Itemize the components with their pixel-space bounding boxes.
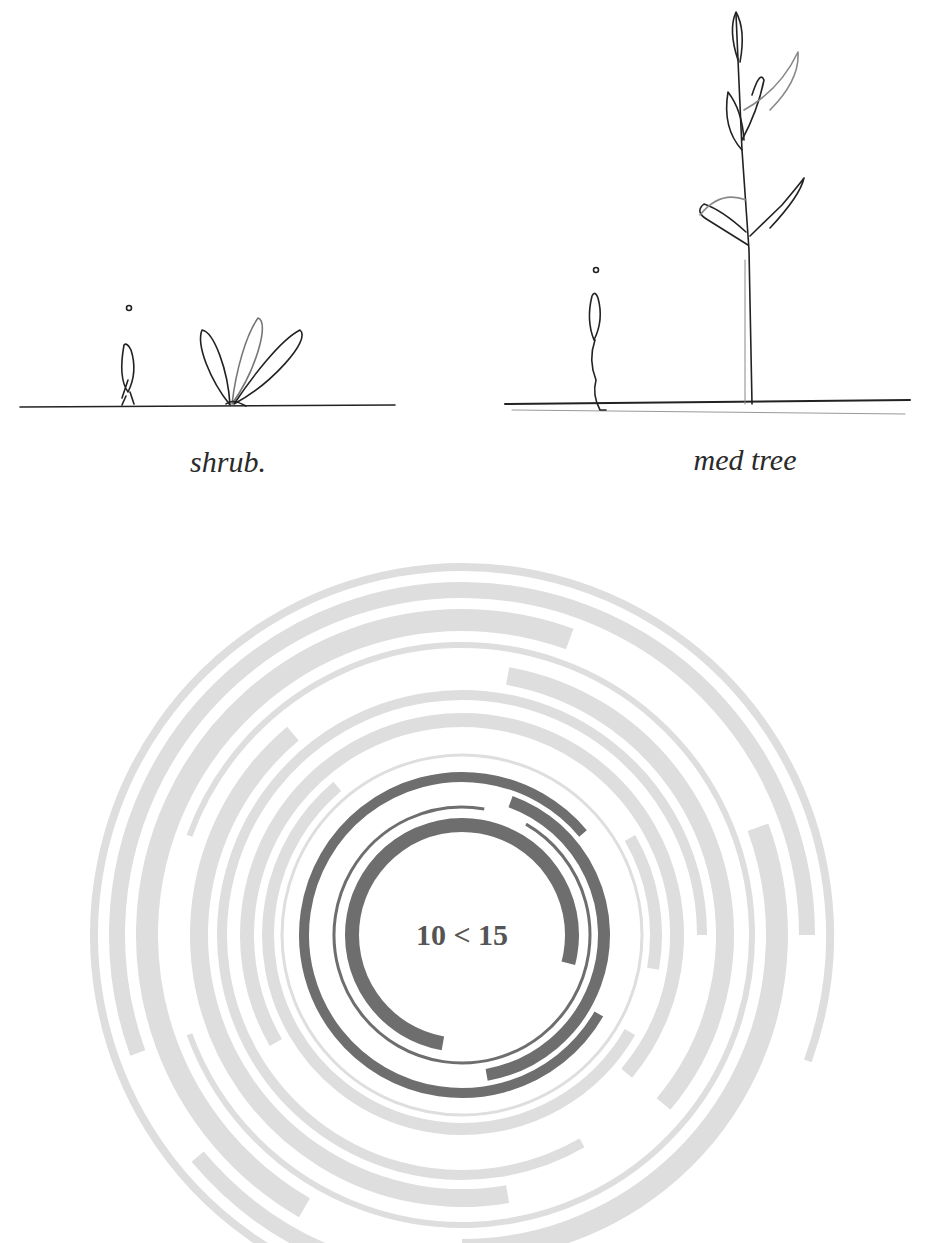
person-figure: [589, 293, 606, 410]
person-figure: [122, 344, 134, 405]
tree-branch: [700, 204, 748, 245]
tree-leaf: [727, 92, 744, 150]
shrub-leaf: [232, 318, 262, 404]
tree-branch: [700, 197, 746, 215]
tree-leaf: [744, 52, 798, 110]
dark-ring: [246, 719, 678, 1151]
light-ring: [90, 563, 833, 1243]
tree-leaf: [732, 12, 742, 62]
light-ring: [36, 509, 889, 1243]
sketch-caption: shrub.: [190, 445, 266, 479]
dark-ring: [280, 753, 644, 1117]
light-ring: [282, 755, 642, 1115]
tree-trunk: [745, 260, 746, 404]
light-ring: [58, 531, 865, 1243]
tree-branch: [750, 178, 804, 236]
shrub-leaf: [234, 330, 302, 404]
sketch-caption: med tree: [693, 443, 796, 477]
shrub-leaf: [201, 330, 230, 405]
shrub-base: [226, 401, 246, 406]
light-ring: [157, 630, 766, 1239]
light-ring: [20, 493, 904, 1243]
person-head: [594, 268, 599, 273]
ground-line: [512, 410, 905, 414]
dark-ring: [342, 815, 582, 1055]
center-value: 10 < 15: [416, 918, 508, 952]
ground-line: [505, 400, 910, 404]
ground-line: [20, 405, 395, 407]
tree-trunk: [736, 14, 752, 404]
person-head: [127, 306, 132, 311]
dark-ring: [287, 760, 637, 1110]
center-circle: 10 < 15: [342, 815, 582, 1055]
